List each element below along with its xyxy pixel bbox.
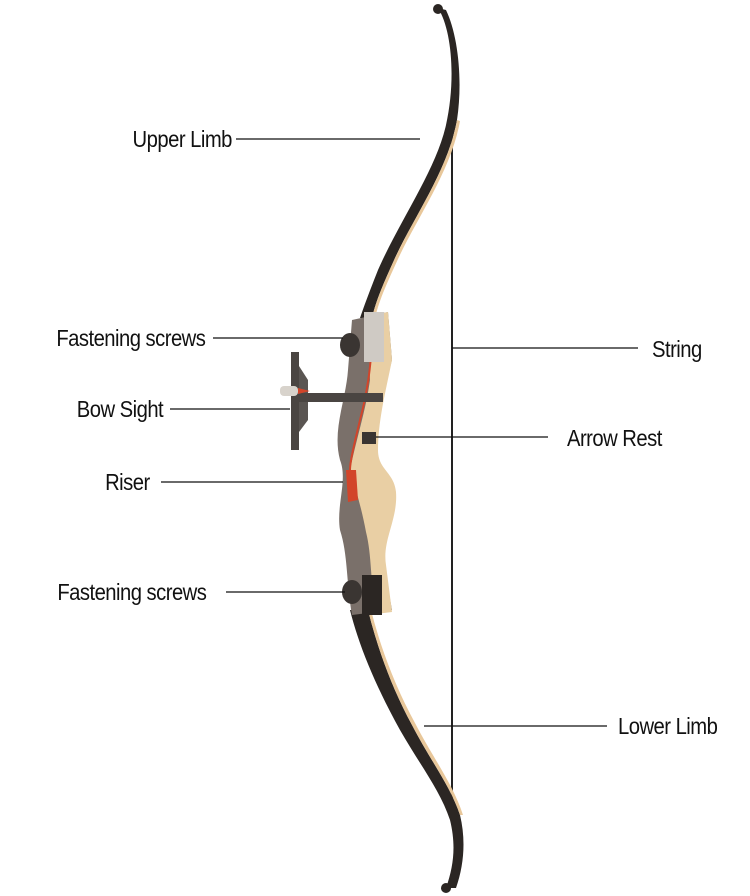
label-bow-sight: Bow Sight <box>76 396 164 422</box>
label-fastening-screws-top: Fastening screws <box>55 325 206 351</box>
label-arrow-rest: Arrow Rest <box>567 425 662 451</box>
label-riser: Riser <box>105 469 150 495</box>
label-lower-limb: Lower Limb <box>618 713 718 739</box>
label-fastening-screws-bottom: Fastening screws <box>56 579 207 605</box>
fastening-screw-top-shape <box>340 333 360 357</box>
upper-limb-shape <box>360 4 460 318</box>
bow-sight-shape <box>280 352 383 450</box>
fastening-screw-bottom-shape <box>342 580 362 604</box>
lower-limb-shape <box>350 610 464 893</box>
label-string: String <box>652 336 702 362</box>
riser-shape <box>337 312 397 615</box>
label-upper-limb: Upper Limb <box>132 126 233 152</box>
arrow-rest-shape <box>362 432 376 444</box>
leader-lines <box>161 138 638 727</box>
